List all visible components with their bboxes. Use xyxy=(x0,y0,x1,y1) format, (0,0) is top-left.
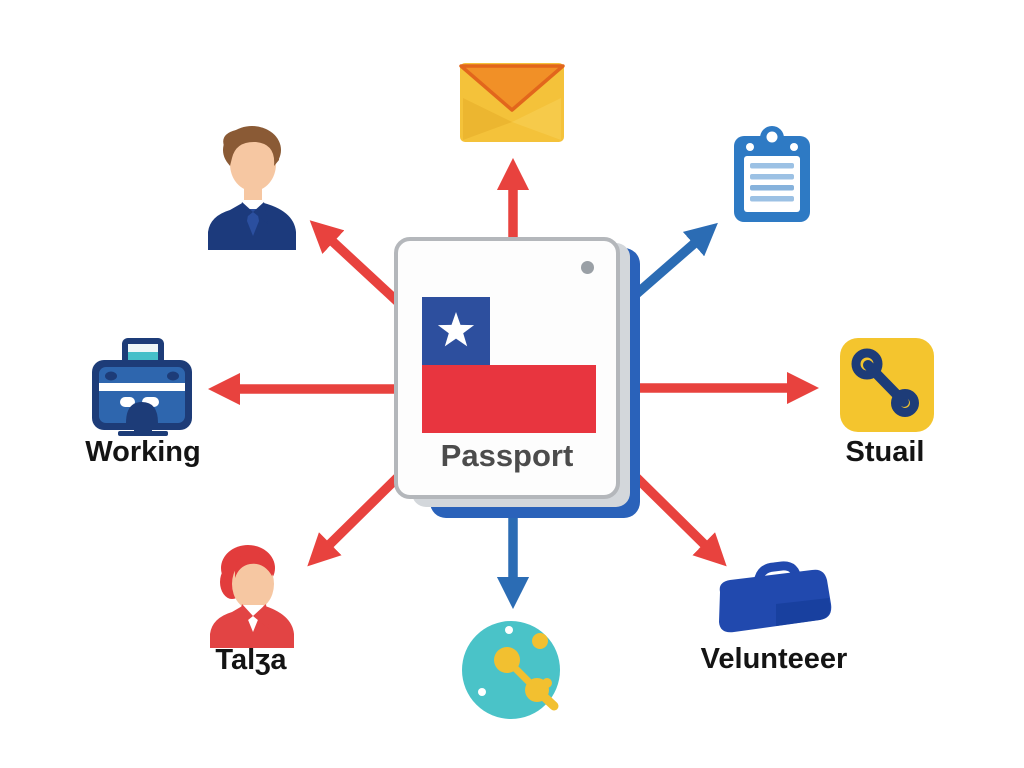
arrow-top-left xyxy=(309,220,404,308)
arrow-bottom-left xyxy=(307,473,402,567)
label-volunteer: Velunteeer xyxy=(700,643,848,675)
label-study: Stuail xyxy=(845,436,925,468)
businessman-icon xyxy=(208,126,296,250)
label-trainee: Talʒa xyxy=(215,644,287,676)
red-person-icon xyxy=(210,545,294,648)
link-icon xyxy=(840,338,934,432)
label-working: Working xyxy=(85,436,201,468)
arrow-bottom-right xyxy=(632,473,727,567)
briefcase-icon xyxy=(719,561,832,633)
passport-card: Passport xyxy=(394,237,620,499)
flag-star-icon xyxy=(437,312,475,347)
chile-flag-blue-canton xyxy=(422,297,490,365)
arrow-top-right xyxy=(629,222,718,301)
passport-title: Passport xyxy=(440,438,574,473)
chile-flag-red-band xyxy=(422,365,596,433)
mail-icon xyxy=(459,63,565,142)
globe-icon xyxy=(462,621,560,719)
workstation-icon xyxy=(92,338,192,436)
passport-dot xyxy=(581,261,594,274)
clipboard-icon xyxy=(734,126,810,222)
